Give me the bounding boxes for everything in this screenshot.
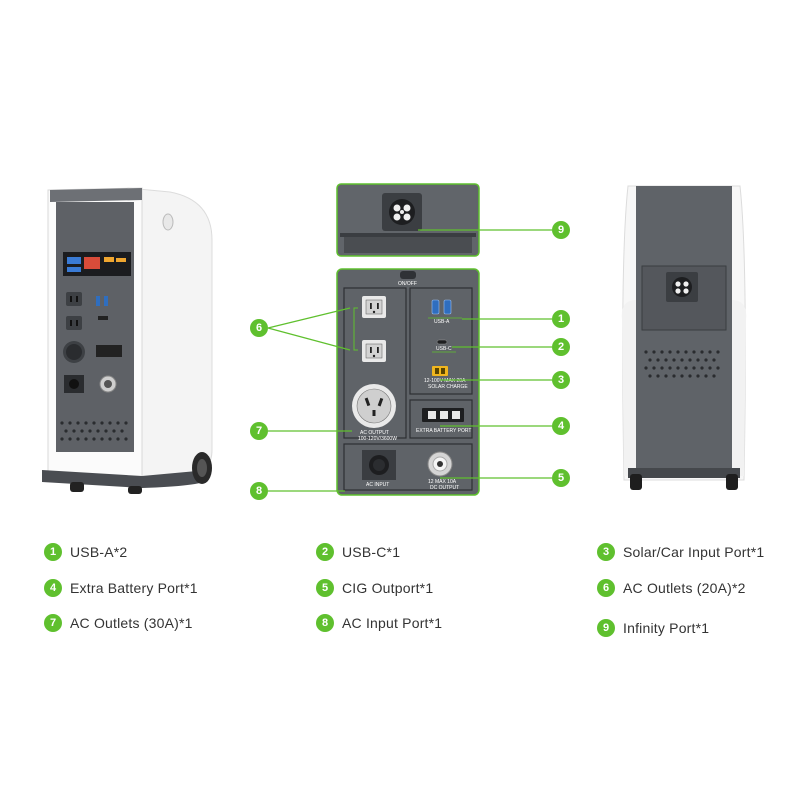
onoff-label: ON/OFF	[398, 281, 417, 287]
power-station-illustration	[42, 187, 213, 494]
ac-input-label: AC INPUT	[366, 482, 390, 488]
product-rear-view	[618, 180, 750, 496]
callout-8: 8	[250, 482, 268, 500]
ac-output-label-2: 100-120V/3600W	[358, 436, 397, 442]
legend-item-cig: 5 CIG Outport*1	[316, 579, 433, 597]
power-station-rear-illustration	[621, 185, 747, 490]
legend-label: Infinity Port*1	[623, 620, 710, 636]
infinity-port-illustration	[336, 183, 480, 257]
legend-number: 5	[316, 579, 334, 597]
callout-4: 4	[552, 417, 570, 435]
legend-number: 3	[597, 543, 615, 561]
legend-number: 8	[316, 614, 334, 632]
legend-item-ac-20a: 6 AC Outlets (20A)*2	[597, 579, 746, 597]
legend-number: 7	[44, 614, 62, 632]
legend-label: AC Input Port*1	[342, 615, 443, 631]
port-panel: ON/OFF USB-A USB-C 12-100V MAX 20A SOLAR…	[336, 268, 480, 496]
legend-item-extra-battery: 4 Extra Battery Port*1	[44, 579, 198, 597]
solar-label-2: SOLAR CHARGE	[428, 384, 468, 390]
legend-item-ac-30a: 7 AC Outlets (30A)*1	[44, 614, 193, 632]
solar-label: 12-100V MAX 20A	[424, 378, 466, 384]
legend-label: CIG Outport*1	[342, 580, 434, 596]
legend-label: USB-A*2	[70, 544, 128, 560]
legend-number: 6	[597, 579, 615, 597]
legend-label: AC Outlets (20A)*2	[623, 580, 746, 596]
usb-c-label: USB-C	[436, 346, 452, 352]
legend-number: 9	[597, 619, 615, 637]
ac-output-label: AC OUTPUT	[360, 430, 389, 436]
callout-2: 2	[552, 338, 570, 356]
legend-number: 2	[316, 543, 334, 561]
product-front-view	[30, 180, 230, 500]
legend-label: Solar/Car Input Port*1	[623, 544, 765, 560]
callout-6: 6	[250, 319, 268, 337]
port-panel-illustration	[336, 268, 480, 496]
legend-item-infinity: 9 Infinity Port*1	[597, 619, 709, 637]
dc-output-label-2: DC OUTPUT	[430, 485, 460, 491]
legend-label: USB-C*1	[342, 544, 401, 560]
legend-label: Extra Battery Port*1	[70, 580, 198, 596]
callout-1: 1	[552, 310, 570, 328]
callout-9: 9	[552, 221, 570, 239]
dc-output-label: 12 MAX 10A	[428, 479, 457, 485]
legend-number: 1	[44, 543, 62, 561]
legend-item-usb-c: 2 USB-C*1	[316, 543, 400, 561]
callout-5: 5	[552, 469, 570, 487]
extra-battery-label: EXTRA BATTERY PORT	[416, 428, 472, 434]
legend-number: 4	[44, 579, 62, 597]
legend-item-ac-input: 8 AC Input Port*1	[316, 614, 442, 632]
legend-label: AC Outlets (30A)*1	[70, 615, 193, 631]
callout-7: 7	[250, 422, 268, 440]
callout-3: 3	[552, 371, 570, 389]
infinity-port-closeup	[336, 183, 480, 257]
usb-a-label: USB-A	[434, 319, 450, 325]
legend-item-usb-a: 1 USB-A*2	[44, 543, 127, 561]
legend-item-solar: 3 Solar/Car Input Port*1	[597, 543, 764, 561]
